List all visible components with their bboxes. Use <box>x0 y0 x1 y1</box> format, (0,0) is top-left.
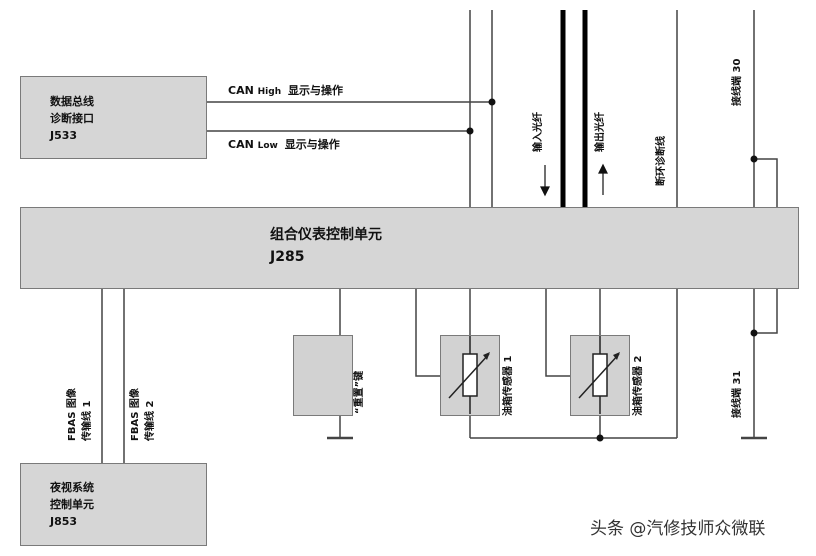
j285-code: J285 <box>270 249 305 265</box>
can-low-label: CAN Low 显示与操作 <box>228 139 340 151</box>
j853-line2: 控制单元 <box>50 498 94 511</box>
can-high-label: CAN High 显示与操作 <box>228 85 343 97</box>
variable-resistor-icon <box>578 336 620 414</box>
tank-sensor-1-label: 油箱传感器 1 <box>503 355 514 416</box>
can-low-suffix: Low <box>257 141 278 151</box>
module-j285 <box>20 207 799 289</box>
fiber-in-label: 输入光纤 <box>533 112 544 152</box>
fbas-2-line-b: 传输线 2 <box>145 400 156 441</box>
fbas-1-line-b: 传输线 1 <box>82 400 93 441</box>
reset-key-label: “重置”键 <box>354 370 365 414</box>
fbas-1-line-a: FBAS 图像 <box>67 388 78 441</box>
junction-can-low <box>466 127 474 135</box>
terminal-31-loop <box>754 289 778 334</box>
j853-line1: 夜视系统 <box>50 481 94 494</box>
can-high-prefix: CAN <box>228 84 254 97</box>
junction-ground-bus <box>596 434 604 442</box>
j533-line2: 诊断接口 <box>50 112 94 125</box>
tank-sensor-2-label: 油箱传感器 2 <box>633 355 644 416</box>
can-low-text: 显示与操作 <box>284 138 340 151</box>
module-j853 <box>20 463 207 546</box>
j533-code: J533 <box>50 129 78 142</box>
terminal-30-label: 接线端 30 <box>732 58 743 106</box>
junction-can-high <box>488 98 496 106</box>
fbas-2-line-a: FBAS 图像 <box>130 388 141 441</box>
variable-resistor-icon <box>448 336 490 414</box>
junction-t31 <box>750 329 758 337</box>
can-high-suffix: High <box>257 87 282 97</box>
fiber-out-label: 输出光纤 <box>595 112 606 152</box>
can-high-text: 显示与操作 <box>287 84 343 97</box>
j853-code: J853 <box>50 515 78 528</box>
terminal-31-label: 接线端 31 <box>732 370 743 418</box>
tank-sensor-2-box <box>570 335 630 416</box>
watermark-text: 头条 @汽修技师众微联 <box>590 519 766 539</box>
can-low-prefix: CAN <box>228 138 254 151</box>
tank-sensor-1-box <box>440 335 500 416</box>
reset-key-box <box>293 335 353 416</box>
module-j533 <box>20 76 207 159</box>
junction-t30 <box>750 155 758 163</box>
j533-line1: 数据总线 <box>50 95 94 108</box>
sensor-2-left-wire <box>545 289 570 377</box>
sensor-1-left-wire <box>415 289 440 377</box>
fiber-out-arrowhead <box>598 163 608 174</box>
j285-name: 组合仪表控制单元 <box>270 227 382 243</box>
terminal-30-loop <box>754 158 778 207</box>
fiber-in-arrowhead <box>540 186 550 197</box>
ring-break-label: 断环诊断线 <box>656 136 667 186</box>
